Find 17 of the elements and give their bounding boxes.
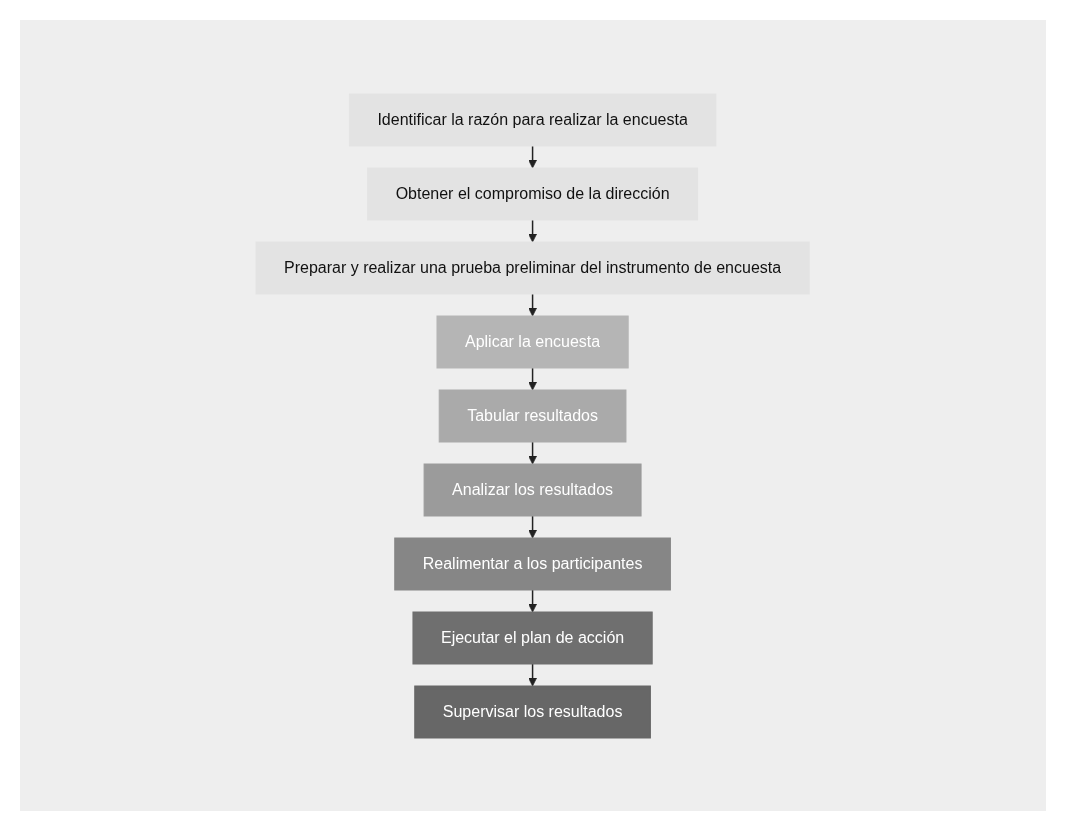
node-box: Realimentar a los participantes <box>394 537 672 590</box>
arrow <box>528 662 538 686</box>
node-box: Supervisar los resultados <box>414 685 652 738</box>
node-box: Ejecutar el plan de acción <box>412 611 654 664</box>
node-box: Tabular resultados <box>439 389 627 442</box>
node-box: Identificar la razón para realizar la encuesta <box>349 93 717 146</box>
arrow <box>528 514 538 538</box>
arrow <box>528 218 538 242</box>
node-box: Analizar los resultados <box>424 463 642 516</box>
node-box: Obtener el compromiso de la dirección <box>367 167 699 220</box>
node-box: Preparar y realizar una prueba preliminar del instrumento de encuesta <box>255 241 811 294</box>
arrow <box>528 292 538 316</box>
arrow <box>528 366 538 390</box>
node-box: Aplicar la encuesta <box>436 315 630 368</box>
arrow <box>528 588 538 612</box>
arrow <box>528 144 538 168</box>
arrow <box>528 440 538 464</box>
